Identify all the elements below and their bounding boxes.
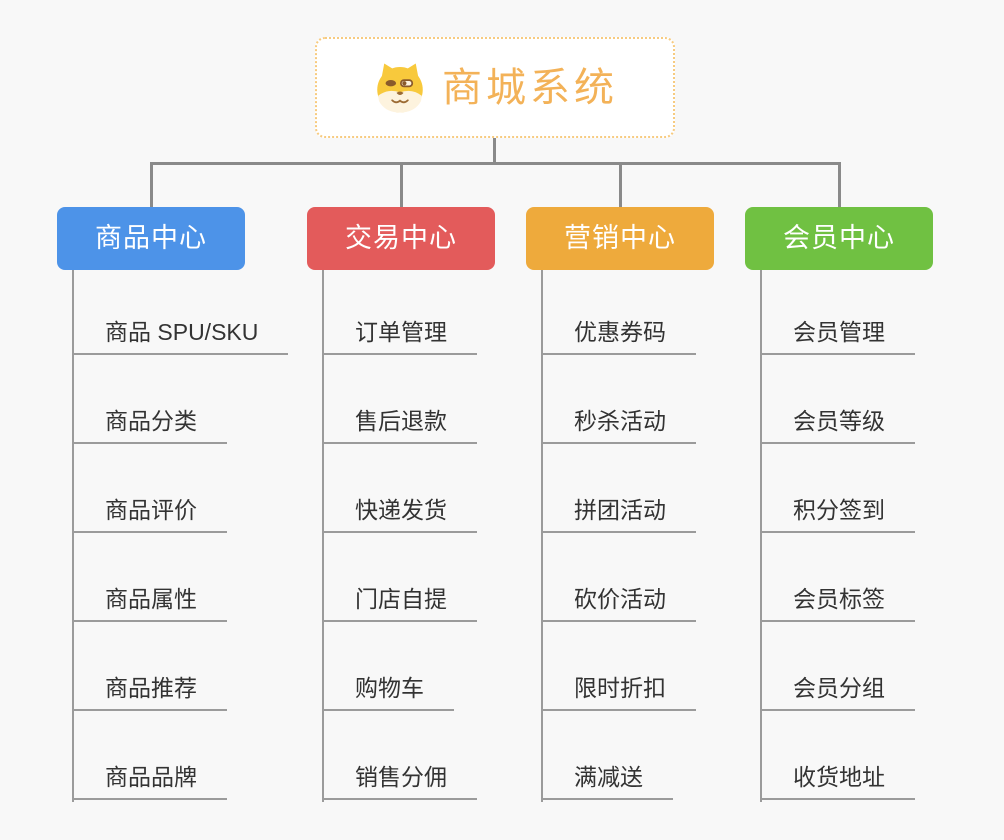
branch-trunk-line — [72, 270, 74, 802]
root-title: 商城系统 — [442, 65, 618, 110]
branch-header-marketing-center[interactable]: 营销中心 — [526, 207, 714, 270]
branch-trunk-line — [760, 270, 762, 802]
connector-drop — [837, 162, 841, 207]
connector-horizontal-bar — [149, 162, 841, 165]
branch-item[interactable]: 购物车 — [322, 674, 454, 711]
branch-item[interactable]: 门店自提 — [322, 585, 477, 622]
branch-item[interactable]: 商品评价 — [72, 496, 227, 533]
branch-item[interactable]: 限时折扣 — [541, 674, 696, 711]
connector-drop — [149, 162, 153, 207]
branch-item[interactable]: 商品品牌 — [72, 763, 227, 800]
branch-item[interactable]: 积分签到 — [760, 496, 915, 533]
branch-trunk-line — [322, 270, 324, 802]
branch-item[interactable]: 销售分佣 — [322, 763, 477, 800]
branch-item[interactable]: 会员分组 — [760, 674, 915, 711]
branch-item[interactable]: 秒杀活动 — [541, 407, 696, 444]
branch-header-product-center[interactable]: 商品中心 — [57, 207, 245, 270]
root-node[interactable]: 商城系统 — [315, 37, 675, 138]
connector-drop — [399, 162, 403, 207]
branch-item[interactable]: 收货地址 — [760, 763, 915, 800]
connector-drop — [618, 162, 622, 207]
branch-item[interactable]: 商品 SPU/SKU — [72, 318, 289, 355]
branch-product-center: 商品中心 商品 SPU/SKU 商品分类 商品评价 商品属性 商品推荐 商品品牌 — [57, 207, 317, 807]
branch-member-center: 会员中心 会员管理 会员等级 积分签到 会员标签 会员分组 收货地址 — [745, 207, 1004, 807]
connector-root-stub — [493, 138, 496, 165]
branch-item[interactable]: 订单管理 — [322, 318, 477, 355]
branch-item[interactable]: 满减送 — [541, 763, 673, 800]
branch-item[interactable]: 会员标签 — [760, 585, 915, 622]
branch-item[interactable]: 快递发货 — [322, 496, 477, 533]
branch-marketing-center: 营销中心 优惠券码 秒杀活动 拼团活动 砍价活动 限时折扣 满减送 — [526, 207, 786, 807]
branch-item[interactable]: 商品属性 — [72, 585, 227, 622]
branch-item[interactable]: 优惠券码 — [541, 318, 696, 355]
branch-item[interactable]: 砍价活动 — [541, 585, 696, 622]
branch-item[interactable]: 会员等级 — [760, 407, 915, 444]
branch-item[interactable]: 售后退款 — [322, 407, 477, 444]
doge-face-icon — [372, 60, 428, 116]
branch-header-trade-center[interactable]: 交易中心 — [307, 207, 495, 270]
branch-item[interactable]: 商品分类 — [72, 407, 227, 444]
branch-trade-center: 交易中心 订单管理 售后退款 快递发货 门店自提 购物车 销售分佣 — [307, 207, 567, 807]
branch-item[interactable]: 拼团活动 — [541, 496, 696, 533]
branch-header-member-center[interactable]: 会员中心 — [745, 207, 933, 270]
branch-item[interactable]: 商品推荐 — [72, 674, 227, 711]
branch-trunk-line — [541, 270, 543, 802]
branch-item[interactable]: 会员管理 — [760, 318, 915, 355]
